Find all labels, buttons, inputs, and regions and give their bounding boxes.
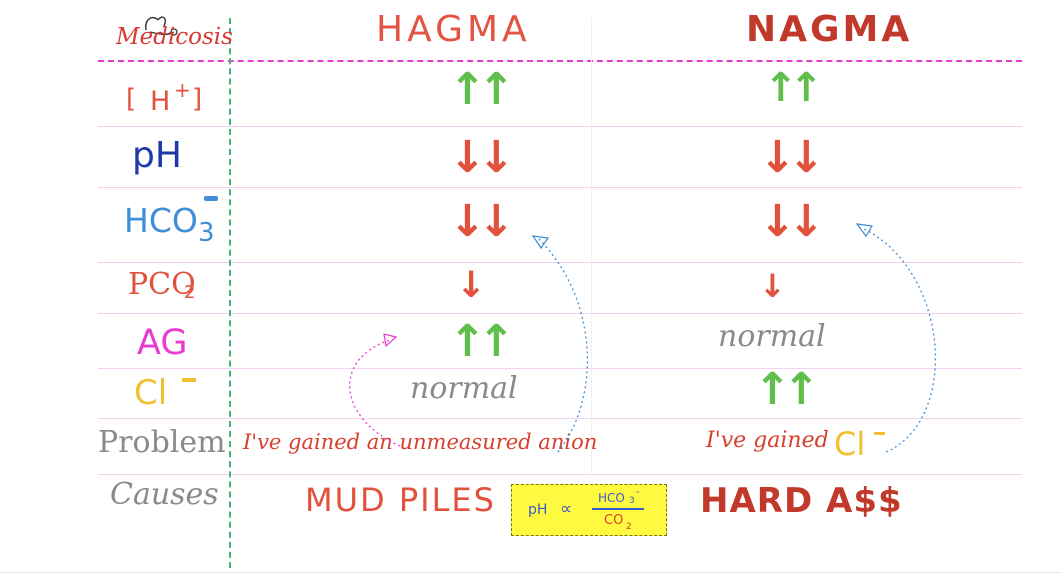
negative-charge-icon — [182, 378, 196, 382]
bottom-divider — [0, 572, 1062, 573]
formula-denominator: CO — [604, 513, 624, 528]
hagma-ph-value: ↓↓ — [449, 132, 515, 183]
hagma-hco3-value: ↓↓ — [449, 196, 515, 247]
row-divider — [98, 474, 1022, 475]
formula-numerator: HCO — [598, 491, 625, 505]
brand-name: Medicosis — [116, 24, 233, 50]
row-label-problem: Problem — [98, 425, 226, 460]
nagma-ag-value: normal — [718, 319, 826, 354]
hagma-causes-value: MUD PILES — [305, 481, 496, 519]
negative-charge-icon — [204, 196, 218, 201]
header-divider — [98, 60, 1022, 62]
fraction-bar — [592, 508, 644, 510]
formula-lhs: pH — [528, 502, 548, 518]
hagma-h-value: ↑↑ — [449, 64, 515, 115]
nagma-causes-value: HARD A$$ — [700, 481, 903, 521]
label-column-divider — [229, 18, 231, 568]
hagma-ag-value: ↑↑ — [449, 316, 515, 367]
row-divider — [98, 126, 1022, 127]
hagma-pco2-value: ↓ — [456, 265, 487, 306]
row-label-ph: pH — [132, 135, 182, 176]
magenta-arrowhead-icon — [383, 333, 398, 348]
stethoscope-icon — [144, 16, 178, 36]
nagma-pco2-value: ↓ — [759, 267, 786, 305]
hagma-problem-value: I've gained an unmeasured anion — [243, 430, 598, 454]
brand-logo: Medicosis — [112, 10, 233, 58]
row-divider — [98, 368, 1022, 369]
center-column-divider — [591, 18, 592, 473]
blue-arrowhead-icon — [855, 223, 873, 238]
row-divider — [98, 187, 1022, 188]
nagma-problem-prefix: I've gained — [706, 428, 829, 453]
row-divider — [98, 313, 1022, 314]
row-label-causes: Causes — [110, 477, 219, 512]
row-divider — [98, 262, 1022, 263]
nagma-hco3-value: ↓↓ — [759, 196, 825, 247]
nagma-header: NAGMA — [746, 9, 913, 50]
row-divider — [98, 418, 1022, 419]
blue-curved-arrow-hagma — [537, 237, 588, 453]
ph-ratio-formula: pH ∝ HCO 3 - CO 2 — [511, 484, 667, 536]
nagma-cl-value: ↑↑ — [754, 364, 820, 415]
negative-charge-icon — [874, 432, 885, 435]
blue-arrowhead-icon — [531, 235, 550, 250]
formula-relation: ∝ — [560, 499, 573, 519]
blue-curved-arrow-nagma — [861, 227, 936, 453]
hagma-header: HAGMA — [376, 9, 531, 50]
hagma-cl-value: normal — [410, 371, 518, 406]
row-label-ag: AG — [137, 323, 188, 363]
magenta-curved-arrow — [349, 339, 401, 447]
nagma-ph-value: ↓↓ — [759, 132, 825, 183]
nagma-h-value: ↑↑ — [764, 65, 823, 111]
